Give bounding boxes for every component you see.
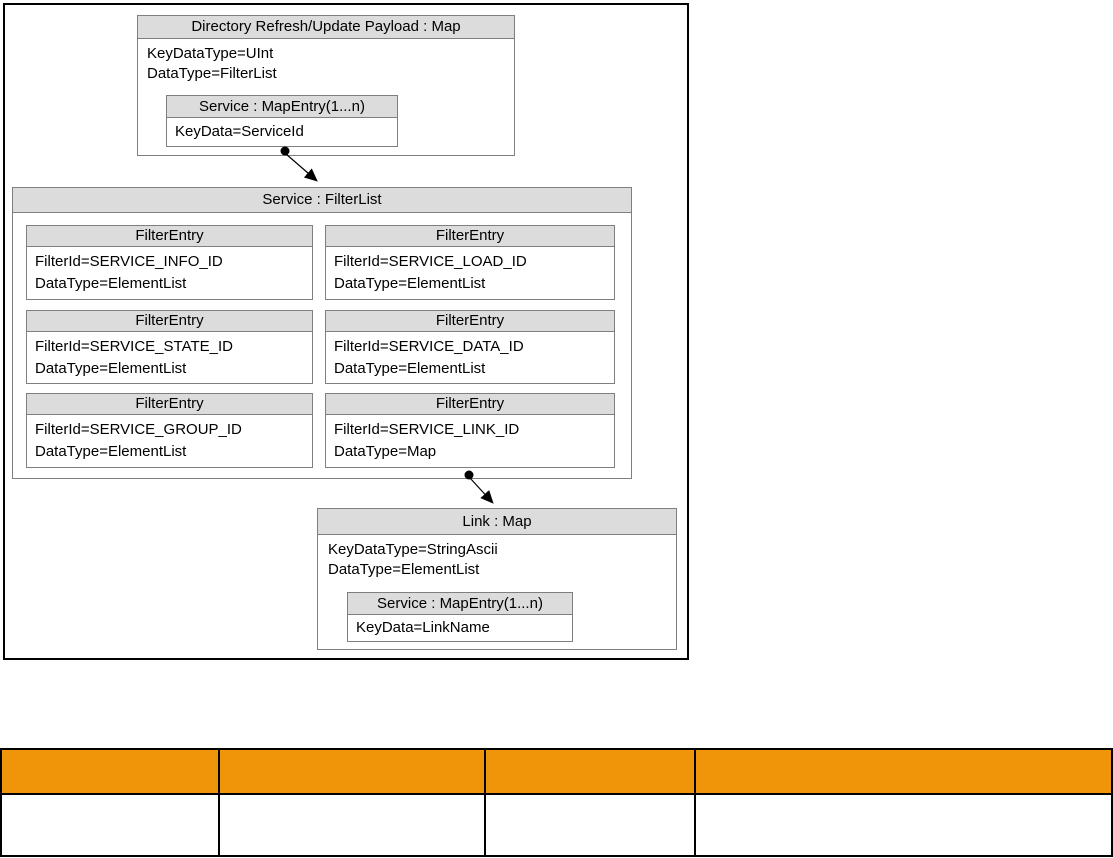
service-filterlist-box-title: Service : FilterList [13, 188, 631, 213]
filter-entry-service-state: FilterEntry FilterId=SERVICE_STATE_ID Da… [26, 310, 313, 384]
filter-entry-service-group: FilterEntry FilterId=SERVICE_GROUP_ID Da… [26, 393, 313, 468]
filter-entry-title: FilterEntry [27, 394, 312, 415]
filter-entry-body: FilterId=SERVICE_GROUP_ID DataType=Eleme… [27, 415, 312, 463]
connector-arrow-icon [469, 477, 494, 504]
link-mapentry-box: Service : MapEntry(1...n) KeyData=LinkNa… [347, 592, 573, 642]
filter-entry-service-info: FilterEntry FilterId=SERVICE_INFO_ID Dat… [26, 225, 313, 300]
table-header-cell [2, 750, 220, 793]
payload-keydatatype-line: KeyDataType=UInt [147, 45, 274, 62]
data-type-line: DataType=ElementList [35, 360, 187, 377]
payload-datatype-line: DataType=FilterList [147, 65, 277, 82]
table-row [2, 795, 1111, 855]
link-mapentry-box-title: Service : MapEntry(1...n) [348, 593, 572, 615]
service-mapentry-box-title: Service : MapEntry(1...n) [167, 96, 397, 118]
filter-entry-body: FilterId=SERVICE_STATE_ID DataType=Eleme… [27, 332, 312, 380]
payload-map-box-body: KeyDataType=UInt DataType=FilterList [138, 39, 514, 84]
link-map-box: Link : Map KeyDataType=StringAscii DataT… [317, 508, 677, 650]
filter-entry-title: FilterEntry [27, 226, 312, 247]
service-mapentry-keydata-line: KeyData=ServiceId [175, 123, 304, 140]
table-header-row [2, 750, 1111, 795]
filter-id-line: FilterId=SERVICE_LINK_ID [334, 421, 520, 438]
data-type-line: DataType=ElementList [334, 275, 486, 292]
data-type-line: DataType=ElementList [35, 443, 187, 460]
payload-map-box: Directory Refresh/Update Payload : Map K… [137, 15, 515, 156]
diagram-frame: Directory Refresh/Update Payload : Map K… [3, 3, 689, 660]
link-map-box-body: KeyDataType=StringAscii DataType=Element… [318, 535, 676, 580]
table-header-cell [696, 750, 1111, 793]
data-type-line: DataType=ElementList [35, 275, 187, 292]
payload-map-box-title: Directory Refresh/Update Payload : Map [138, 16, 514, 39]
filter-entry-title: FilterEntry [326, 226, 614, 247]
table-cell [696, 795, 1111, 855]
link-datatype-line: DataType=ElementList [328, 561, 480, 578]
link-map-box-title: Link : Map [318, 509, 676, 535]
filter-entry-service-data: FilterEntry FilterId=SERVICE_DATA_ID Dat… [325, 310, 615, 384]
table-cell [2, 795, 220, 855]
filter-id-line: FilterId=SERVICE_GROUP_ID [35, 421, 242, 438]
service-filterlist-box: Service : FilterList FilterEntry FilterI… [12, 187, 632, 479]
filter-entry-body: FilterId=SERVICE_INFO_ID DataType=Elemen… [27, 247, 312, 295]
filter-entry-service-link: FilterEntry FilterId=SERVICE_LINK_ID Dat… [325, 393, 615, 468]
filter-id-line: FilterId=SERVICE_INFO_ID [35, 253, 223, 270]
table-header-cell [486, 750, 696, 793]
link-keydatatype-line: KeyDataType=StringAscii [328, 541, 498, 558]
connector-arrow-icon [285, 153, 318, 182]
reference-table [0, 748, 1113, 857]
filter-id-line: FilterId=SERVICE_DATA_ID [334, 338, 524, 355]
filter-entry-body: FilterId=SERVICE_LINK_ID DataType=Map [326, 415, 614, 463]
filter-id-line: FilterId=SERVICE_STATE_ID [35, 338, 233, 355]
data-type-line: DataType=ElementList [334, 360, 486, 377]
filter-id-line: FilterId=SERVICE_LOAD_ID [334, 253, 527, 270]
filter-entry-title: FilterEntry [326, 311, 614, 332]
table-cell [220, 795, 486, 855]
table-header-cell [220, 750, 486, 793]
table-cell [486, 795, 696, 855]
filter-entry-service-load: FilterEntry FilterId=SERVICE_LOAD_ID Dat… [325, 225, 615, 300]
filter-entry-title: FilterEntry [27, 311, 312, 332]
service-mapentry-box: Service : MapEntry(1...n) KeyData=Servic… [166, 95, 398, 147]
filter-entry-body: FilterId=SERVICE_DATA_ID DataType=Elemen… [326, 332, 614, 380]
link-mapentry-keydata-line: KeyData=LinkName [356, 619, 490, 636]
data-type-line: DataType=Map [334, 443, 437, 460]
filter-entry-title: FilterEntry [326, 394, 614, 415]
filter-entry-body: FilterId=SERVICE_LOAD_ID DataType=Elemen… [326, 247, 614, 295]
